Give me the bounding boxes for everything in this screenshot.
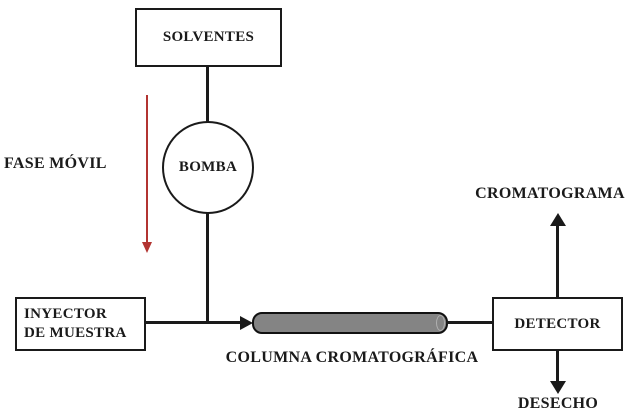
detector-node: DETECTOR xyxy=(492,297,623,351)
fase-movil-arrow-line xyxy=(146,95,148,243)
solventes-label: SOLVENTES xyxy=(162,29,255,45)
columna-end-cap xyxy=(436,315,445,331)
bomba-label: BOMBA xyxy=(178,159,238,175)
bomba-node: BOMBA xyxy=(162,121,254,214)
cromatograma-label: CROMATOGRAMA xyxy=(475,185,625,202)
connector-detector-desecho xyxy=(556,351,559,382)
fase-movil-label: FASE MÓVIL xyxy=(4,155,107,172)
fase-movil-arrow-down-icon xyxy=(142,242,152,253)
connector-solventes-bomba xyxy=(206,66,209,123)
flow-arrow-down-icon xyxy=(549,381,566,394)
flow-arrow-up-icon xyxy=(549,213,566,226)
columna-label: COLUMNA CROMATOGRÁFICA xyxy=(225,349,479,366)
solventes-node: SOLVENTES xyxy=(135,8,282,67)
inyector-label: INYECTOR DE MUESTRA xyxy=(24,305,127,342)
connector-columna-detector xyxy=(446,321,492,324)
columna-cylinder xyxy=(252,312,448,334)
desecho-label: DESECHO xyxy=(517,395,599,412)
connector-detector-cromatograma xyxy=(556,225,559,298)
connector-bomba-junction xyxy=(206,213,209,324)
detector-label: DETECTOR xyxy=(514,315,601,332)
inyector-node: INYECTOR DE MUESTRA xyxy=(15,297,146,351)
connector-inyector-columna xyxy=(145,321,242,324)
flow-arrow-right-icon xyxy=(240,315,253,330)
